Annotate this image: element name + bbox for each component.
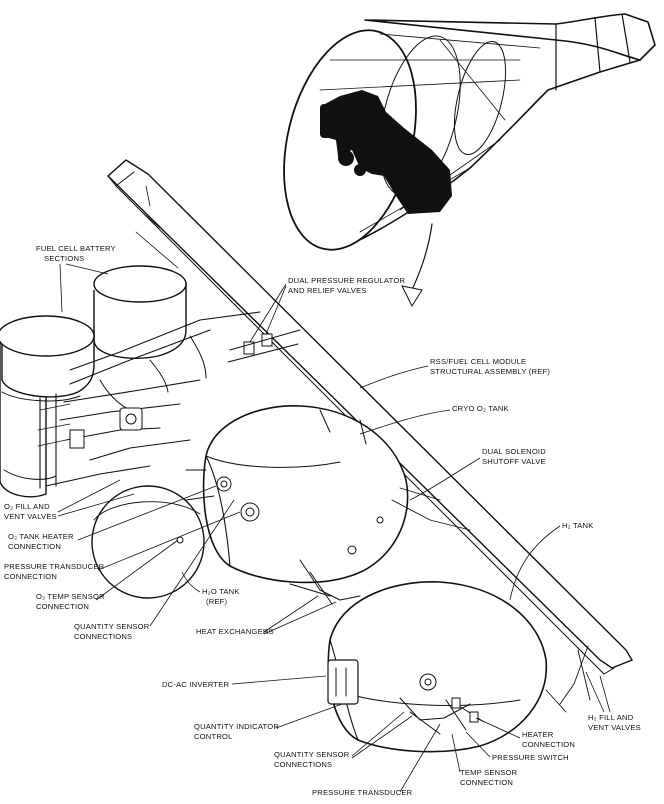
label-rss-module: RSS/FUEL CELL MODULE xyxy=(430,357,526,366)
label-heater-connection: HEATER xyxy=(522,730,554,739)
label-h2o-tank-2: (REF) xyxy=(206,597,228,606)
label-heater-connection-2: CONNECTION xyxy=(522,740,575,749)
label-h2-tank: H₂ TANK xyxy=(562,521,594,530)
label-temp-sensor-2: CONNECTION xyxy=(460,778,513,787)
label-o2-temp-sensor-2: CONNECTION xyxy=(36,602,89,611)
fuel-cell-battery-sections xyxy=(0,265,261,498)
label-dual-solenoid: DUAL SOLENOID xyxy=(482,447,546,456)
module-silhouette xyxy=(322,90,452,214)
label-cryo-o2-tank: CRYO O₂ TANK xyxy=(452,404,509,413)
label-dc-ac-inverter: DC-AC INVERTER xyxy=(162,680,230,689)
label-h2o-tank: H₂O TANK xyxy=(202,587,240,596)
label-quantity-indicator-2: CONTROL xyxy=(194,732,233,741)
label-quantity-indicator: QUANTITY INDICATOR xyxy=(194,722,279,731)
h2o-tank xyxy=(91,485,205,599)
label-fuel-cell-battery-2: SECTIONS xyxy=(44,254,84,263)
label-temp-sensor: TEMP SENSOR xyxy=(460,768,518,777)
label-quantity-sensor-lower: QUANTITY SENSOR xyxy=(274,750,350,759)
cryo-o2-tank xyxy=(185,405,409,584)
label-h2-fill-vent-2: VENT VALVES xyxy=(588,723,641,732)
label-dual-pressure-regulator: DUAL PRESSURE REGULATOR xyxy=(288,276,405,285)
callouts: FUEL CELL BATTERY SECTIONS DUAL PRESSURE… xyxy=(4,244,641,797)
label-pressure-transducer-connection: PRESSURE TRANSDUCER xyxy=(4,562,105,571)
h2-tank xyxy=(327,581,548,753)
label-o2-fill-vent-2: VENT VALVES xyxy=(4,512,57,521)
label-pressure-transducer: PRESSURE TRANSDUCER xyxy=(312,788,413,797)
label-o2-tank-heater-2: CONNECTION xyxy=(8,542,61,551)
label-h2-fill-vent: H₂ FILL AND xyxy=(588,713,634,722)
label-rss-module-2: STRUCTURAL ASSEMBLY (REF) xyxy=(430,367,550,376)
spacecraft-inset xyxy=(283,13,656,308)
label-fuel-cell-battery: FUEL CELL BATTERY xyxy=(36,244,116,253)
label-dual-pressure-regulator-2: AND RELIEF VALVES xyxy=(288,286,367,295)
label-heat-exchangers: HEAT EXCHANGERS xyxy=(196,627,274,636)
label-pressure-switch: PRESSURE SWITCH xyxy=(492,753,569,762)
label-pressure-transducer-connection-2: CONNECTION xyxy=(4,572,57,581)
label-o2-fill-vent: O₂ FILL AND xyxy=(4,502,50,511)
dc-ac-inverter-box xyxy=(327,659,359,705)
dual-pressure-regulator xyxy=(227,329,301,363)
label-o2-temp-sensor: O₂ TEMP SENSOR xyxy=(36,592,105,601)
label-quantity-sensor-upper-2: CONNECTIONS xyxy=(74,632,132,641)
label-dual-solenoid-2: SHUTOFF VALVE xyxy=(482,457,546,466)
label-o2-tank-heater: O₂ TANK HEATER xyxy=(8,532,74,541)
label-quantity-sensor-lower-2: CONNECTIONS xyxy=(274,760,332,769)
label-quantity-sensor-upper: QUANTITY SENSOR xyxy=(74,622,150,631)
heat-exchangers xyxy=(289,487,471,605)
